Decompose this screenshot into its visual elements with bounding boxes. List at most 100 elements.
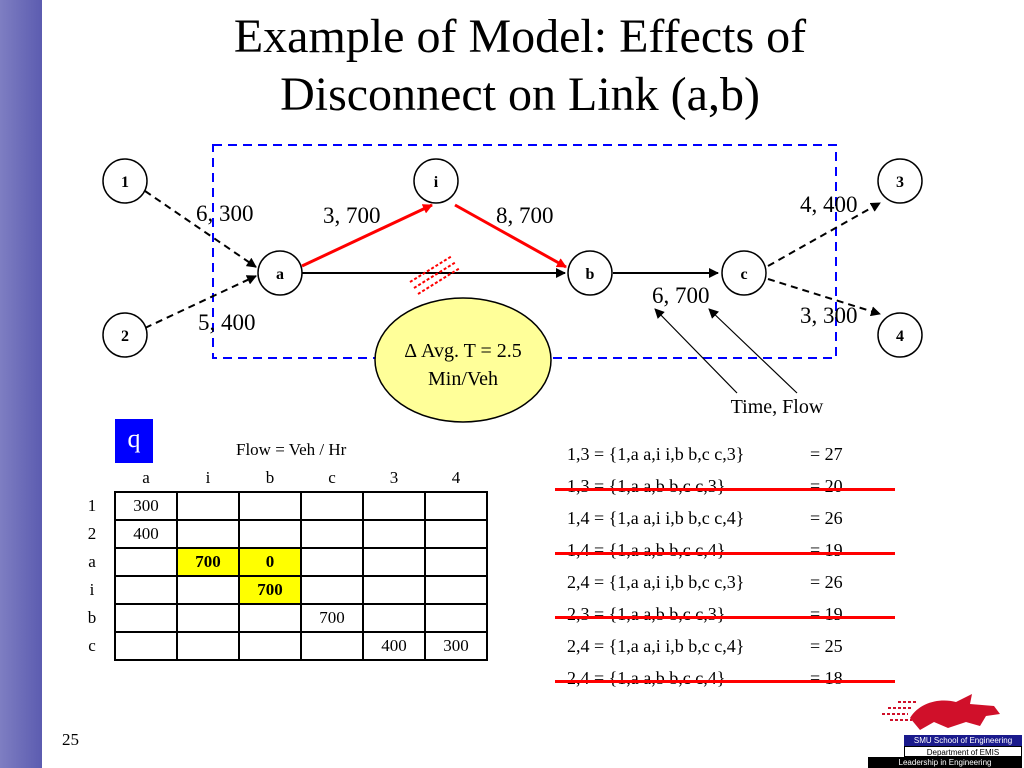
matrix-cell: 400 — [362, 631, 426, 661]
title-line-2: Disconnect on Link (a,b) — [280, 68, 760, 121]
path-route: 2,4 = {1,a a,i i,b b,c c,3} — [567, 572, 745, 592]
link-label-1-a: 6, 300 — [196, 201, 254, 226]
matrix-cell — [176, 631, 240, 661]
path-value: = 18 — [810, 668, 843, 688]
col-header: i — [205, 468, 211, 487]
matrix-cell-highlighted: 0 — [238, 547, 302, 577]
row-header: 2 — [87, 524, 97, 543]
matrix-cell — [238, 603, 302, 633]
path-value: = 20 — [810, 476, 843, 496]
col-header: 3 — [389, 468, 399, 487]
path-row-struck: 2,4 = {1,a a,b b,c c,4}= 18 — [555, 662, 900, 694]
matrix-corner — [70, 465, 115, 492]
matrix-row: 2 400 — [70, 519, 488, 549]
matrix-cell — [238, 491, 302, 521]
matrix-cell — [300, 491, 364, 521]
row-header: a — [88, 552, 96, 571]
node-c: c — [721, 250, 767, 296]
matrix-cell — [300, 631, 364, 661]
path-row-struck: 2,3 = {1,a a,b b,c c,3}= 19 — [555, 598, 900, 630]
path-value: = 26 — [810, 508, 843, 528]
matrix-cell — [238, 631, 302, 661]
link-a-i — [301, 203, 433, 268]
matrix-cell — [114, 631, 178, 661]
matrix-cell — [362, 575, 426, 605]
svg-text:1: 1 — [121, 174, 129, 191]
link-label-2-a: 5, 400 — [198, 310, 256, 335]
row-header: 1 — [87, 496, 97, 515]
smu-logo: SMU School of Engineering Department of … — [868, 688, 1024, 768]
slide-title: Example of Model: Effects of Disconnect … — [60, 8, 980, 124]
link-c-4 — [767, 278, 881, 317]
path-value: = 26 — [810, 572, 843, 592]
logo-tagline: Leadership in Engineering — [868, 757, 1022, 768]
matrix-cell — [424, 519, 488, 549]
matrix-cell: 300 — [424, 631, 488, 661]
logo-dept-line: Department of EMIS — [904, 746, 1022, 757]
matrix-cell — [114, 603, 178, 633]
svg-text:2: 2 — [121, 328, 129, 345]
matrix-header-row: a i b c 3 4 — [70, 465, 487, 492]
path-route: 1,3 = {1,a a,i i,b b,c c,3} — [567, 444, 745, 464]
path-row: 2,4 = {1,a a,i i,b b,c c,4}= 25 — [555, 630, 900, 662]
logo-school-line: SMU School of Engineering — [904, 735, 1022, 746]
matrix-cell — [424, 547, 488, 577]
matrix-cell — [176, 519, 240, 549]
path-value: = 19 — [810, 604, 843, 624]
col-header: a — [142, 468, 150, 487]
link-c-3 — [767, 202, 881, 267]
matrix-cell — [114, 547, 178, 577]
matrix-cell — [300, 519, 364, 549]
svg-text:3: 3 — [896, 174, 904, 191]
matrix-row: 1 300 — [70, 491, 488, 521]
matrix-cell — [362, 603, 426, 633]
matrix-cell — [362, 491, 426, 521]
matrix-cell — [362, 519, 426, 549]
matrix-row: i 700 — [70, 575, 488, 605]
pointer-line-1 — [654, 308, 738, 394]
matrix-cell — [362, 547, 426, 577]
callout-line-1: Δ Avg. T = 2.5 — [404, 340, 522, 362]
time-flow-label: Time, Flow — [731, 396, 824, 418]
svg-text:c: c — [740, 266, 747, 283]
delta-time-callout — [374, 297, 552, 423]
node-a: a — [257, 250, 303, 296]
row-header: b — [87, 608, 97, 627]
matrix-row: c 400 300 — [70, 631, 488, 661]
svg-text:i: i — [434, 174, 439, 191]
node-2: 2 — [102, 312, 148, 358]
callout-line-2: Min/Veh — [428, 368, 498, 390]
q-badge: q — [115, 419, 153, 463]
path-value: = 27 — [810, 444, 843, 464]
row-header: c — [88, 636, 96, 655]
path-route: 1,4 = {1,a a,b b,c c,4} — [567, 540, 726, 560]
pointer-line-2 — [708, 308, 798, 394]
matrix-cell — [176, 491, 240, 521]
matrix-cell-highlighted: 700 — [176, 547, 240, 577]
slide-sidebar — [0, 0, 42, 768]
path-row: 1,4 = {1,a a,i i,b b,c c,4} = 26 — [555, 502, 900, 534]
disconnect-mark — [409, 255, 461, 295]
matrix-cell — [424, 491, 488, 521]
path-route: 2,4 = {1,a a,i i,b b,c c,4} — [567, 636, 745, 656]
matrix-cell — [238, 519, 302, 549]
node-4: 4 — [877, 312, 923, 358]
path-route: 1,4 = {1,a a,i i,b b,c c,4} — [567, 508, 745, 528]
matrix-row: b 700 — [70, 603, 488, 633]
node-b: b — [567, 250, 613, 296]
col-header: b — [265, 468, 275, 487]
matrix-row: a 700 0 — [70, 547, 488, 577]
path-time-list: 1,3 = {1,a a,i i,b b,c c,3} = 27 1,3 = {1… — [555, 438, 900, 694]
matrix-cell — [176, 575, 240, 605]
mustang-icon — [882, 694, 1000, 730]
matrix-cell: 700 — [300, 603, 364, 633]
node-1: 1 — [102, 158, 148, 204]
matrix-cell: 300 — [114, 491, 178, 521]
path-route: 1,3 = {1,a a,b b,c c,3} — [567, 476, 726, 496]
matrix-cell — [300, 547, 364, 577]
link-label-b-c: 6, 700 — [652, 283, 710, 308]
slide-number: 25 — [62, 730, 79, 749]
matrix-cell — [424, 603, 488, 633]
row-header: i — [89, 580, 95, 599]
